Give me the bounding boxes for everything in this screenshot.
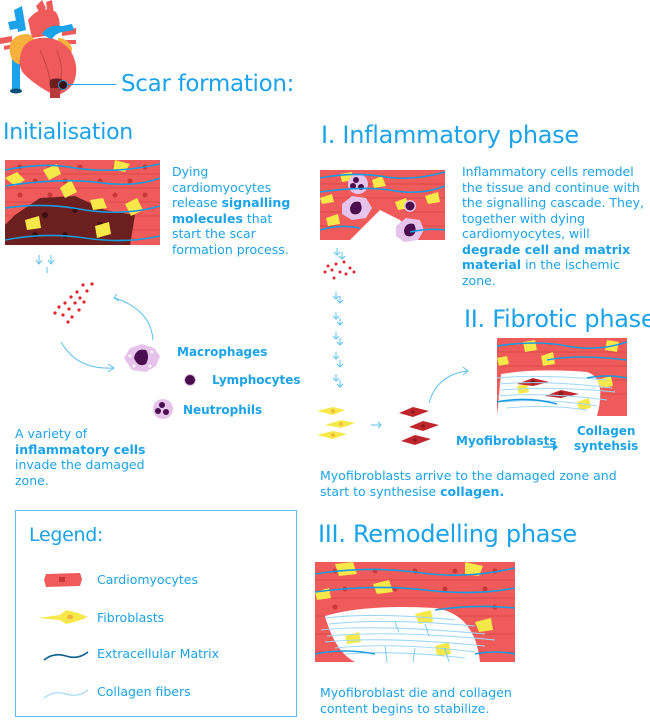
macrophages-label: Macrophages [177, 345, 268, 359]
cycle-arrows [55, 290, 165, 380]
collagen-synthesis-label: Collagen syntehsis [574, 424, 638, 454]
fibrotic-tissue [496, 338, 628, 416]
myofibroblasts-label: Myofibroblasts [456, 434, 557, 448]
description-text: Inflammatory cells remodel the tissue an… [462, 164, 645, 241]
heart-icon [0, 0, 77, 98]
description-bold: signalling molecules [172, 195, 291, 226]
legend-label: Collagen fibers [97, 684, 191, 699]
signal-dots [323, 260, 356, 280]
arrow-to-tissue-icon [425, 365, 475, 405]
signal-dots [53, 282, 94, 324]
arrow-up-icon [113, 293, 120, 302]
invade-text: A variety of [15, 426, 88, 441]
fibrotic-phase-title: II. Fibrotic phase [464, 305, 650, 333]
neutrophils-label: Neutrophils [183, 403, 263, 417]
signalling-molecules [35, 255, 145, 335]
invade-text: invade the damaged zone. [15, 457, 145, 488]
initialisation-description: Dying cardiomyocytes release signalling … [172, 164, 302, 257]
initialisation-tissue [4, 160, 161, 245]
pointer-line [68, 84, 116, 86]
heart-illustration [0, 0, 115, 100]
inflammatory-cells-text: A variety of inflammatory cells invade t… [15, 426, 165, 488]
remodelling-phase-title: III. Remodelling phase [318, 520, 577, 548]
collagen-label-line1: Collagen [576, 424, 636, 438]
arrow-right-icon [371, 421, 382, 429]
fibroblast-to-myofibroblast [315, 405, 460, 455]
page-title: Scar formation: [121, 71, 295, 97]
description-text: Myofibroblasts arrive to the damaged zon… [320, 468, 617, 499]
down-arrow-icon [35, 255, 55, 273]
inflammatory-tissue [319, 170, 446, 250]
arrow-right-icon [541, 437, 561, 451]
legend-label: Extracellular Matrix [97, 646, 220, 661]
description-bold: collagen. [440, 483, 505, 499]
ecm-icon [42, 647, 90, 661]
invade-bold: inflammatory cells [15, 441, 146, 457]
legend-title: Legend: [29, 524, 104, 546]
legend-label: Fibroblasts [97, 610, 165, 625]
collagen-label-line2: syntehsis [574, 439, 639, 453]
inflammatory-phase-title: I. Inflammatory phase [321, 121, 579, 149]
cardiomyocyte-icon [44, 571, 84, 589]
myofibroblast-icon [399, 407, 439, 445]
lymphocyte-icon [183, 372, 197, 386]
inflammatory-description: Inflammatory cells remodel the tissue an… [462, 164, 647, 288]
remodelling-tissue [314, 562, 516, 663]
fibrotic-description: Myofibroblasts arrive to the damaged zon… [320, 468, 645, 499]
legend-box: Legend: Cardiomyocytes Fibroblasts Extra… [15, 510, 297, 717]
down-arrow-icon [332, 248, 346, 388]
description-text: Dying cardiomyocytes release [172, 164, 272, 210]
description-bold: degrade cell and matrix material [462, 241, 631, 273]
collagen-fiber-icon [42, 685, 90, 699]
neutrophil-icon [152, 398, 174, 420]
fibroblast-icon [38, 609, 90, 625]
lymphocytes-label: Lymphocytes [212, 373, 301, 387]
arrow-right-icon [107, 363, 115, 373]
legend-label: Cardiomyocytes [97, 572, 198, 587]
remodelling-description: Myofibroblast die and collagen content b… [320, 685, 512, 716]
description-text: in the ischemic zone. [462, 257, 620, 288]
description-text: that start the scar formation process. [172, 210, 289, 257]
signal-arrows [320, 248, 370, 408]
fibroblast-icon [317, 407, 355, 439]
initialisation-title: Initialisation [3, 120, 133, 145]
macrophage-icon [120, 340, 162, 375]
